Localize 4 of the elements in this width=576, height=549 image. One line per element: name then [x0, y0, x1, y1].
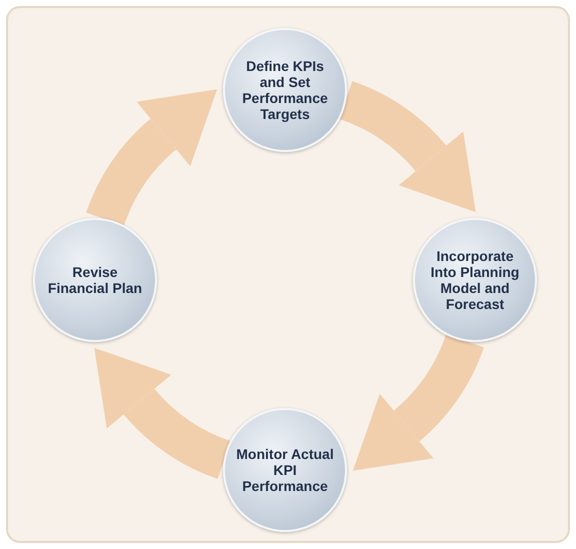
- step-label: Incorporate Into Planning Model and Forecast: [430, 248, 520, 312]
- step-label: Revise Financial Plan: [46, 264, 144, 296]
- step-label: Monitor Actual KPI Performance: [235, 446, 335, 494]
- step-label: Define KPIs and Set Performance Targets: [241, 58, 329, 122]
